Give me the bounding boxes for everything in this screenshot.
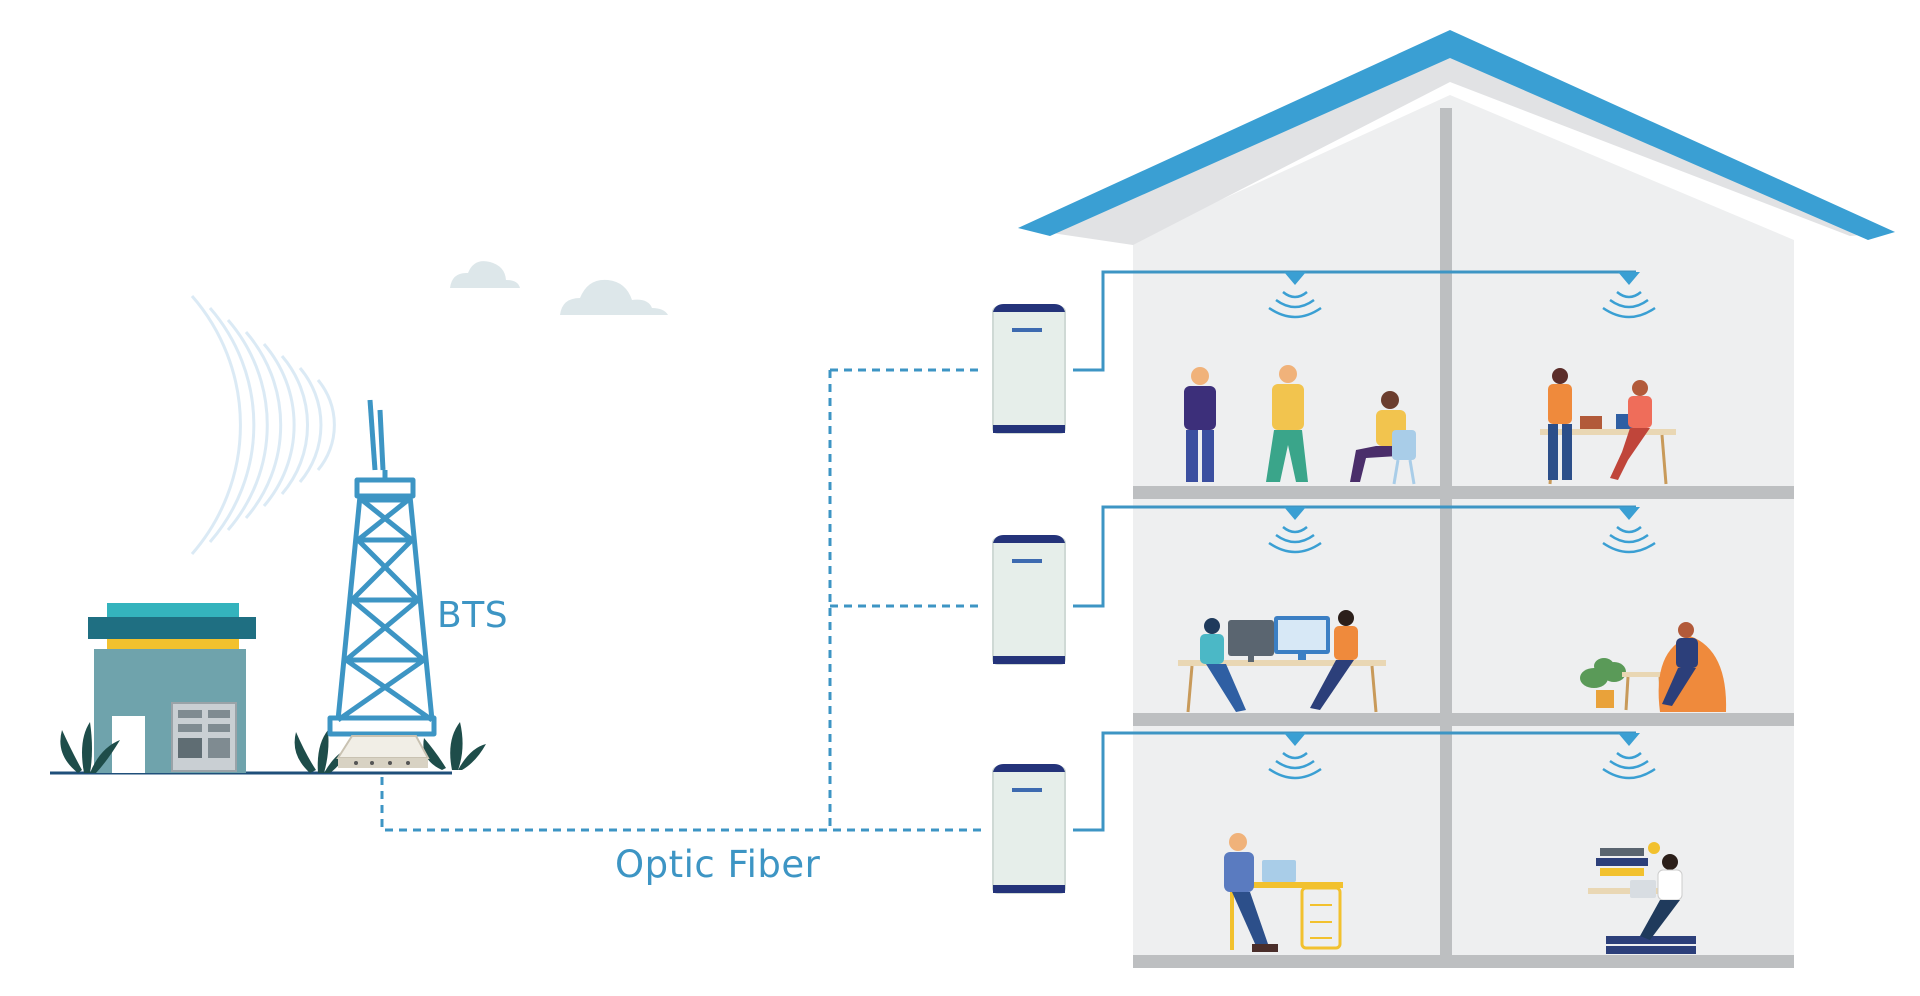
optic-fiber-label: Optic Fiber bbox=[615, 843, 821, 886]
broadcast-signal-icon bbox=[190, 295, 336, 555]
cloud-icon bbox=[450, 261, 520, 288]
person-icon bbox=[1224, 833, 1278, 952]
antenna-feed-lines bbox=[1073, 270, 1636, 832]
plant-icon bbox=[60, 722, 120, 773]
plant-icon bbox=[1580, 658, 1626, 688]
room-office-desks-with-monitors bbox=[1178, 610, 1386, 713]
optic-fiber-lines bbox=[380, 368, 983, 832]
person-icon bbox=[1630, 854, 1683, 940]
person-icon bbox=[1184, 367, 1216, 482]
person-icon bbox=[1610, 380, 1652, 480]
plant-icon bbox=[423, 722, 486, 770]
person-icon bbox=[1662, 622, 1698, 706]
room-relaxing-in-beanbag bbox=[1580, 622, 1727, 712]
room-meeting-at-table bbox=[1540, 368, 1676, 485]
wifi-signal-icon bbox=[1268, 291, 1656, 780]
room-person-with-laptop-on-books bbox=[1588, 842, 1696, 954]
room-person-at-desk-with-laptop bbox=[1224, 833, 1343, 952]
base-station-building-icon bbox=[88, 603, 256, 773]
repeater-unit-icon bbox=[992, 764, 1066, 894]
cell-tower-icon bbox=[327, 399, 437, 737]
person-icon bbox=[1310, 610, 1358, 710]
repeater-unit-icon bbox=[992, 304, 1066, 434]
bts-equipment-icon bbox=[336, 735, 430, 768]
person-icon bbox=[1266, 365, 1308, 482]
bts-label: BTS bbox=[437, 595, 509, 636]
person-icon bbox=[1200, 618, 1246, 712]
ceiling-antenna-icon bbox=[1284, 272, 1640, 746]
person-icon bbox=[1548, 368, 1572, 480]
cloud-icon bbox=[560, 279, 668, 315]
house bbox=[1018, 30, 1895, 968]
person-icon bbox=[1350, 391, 1416, 485]
room-people-with-phones bbox=[1184, 365, 1416, 485]
repeater-unit-icon bbox=[992, 535, 1066, 665]
